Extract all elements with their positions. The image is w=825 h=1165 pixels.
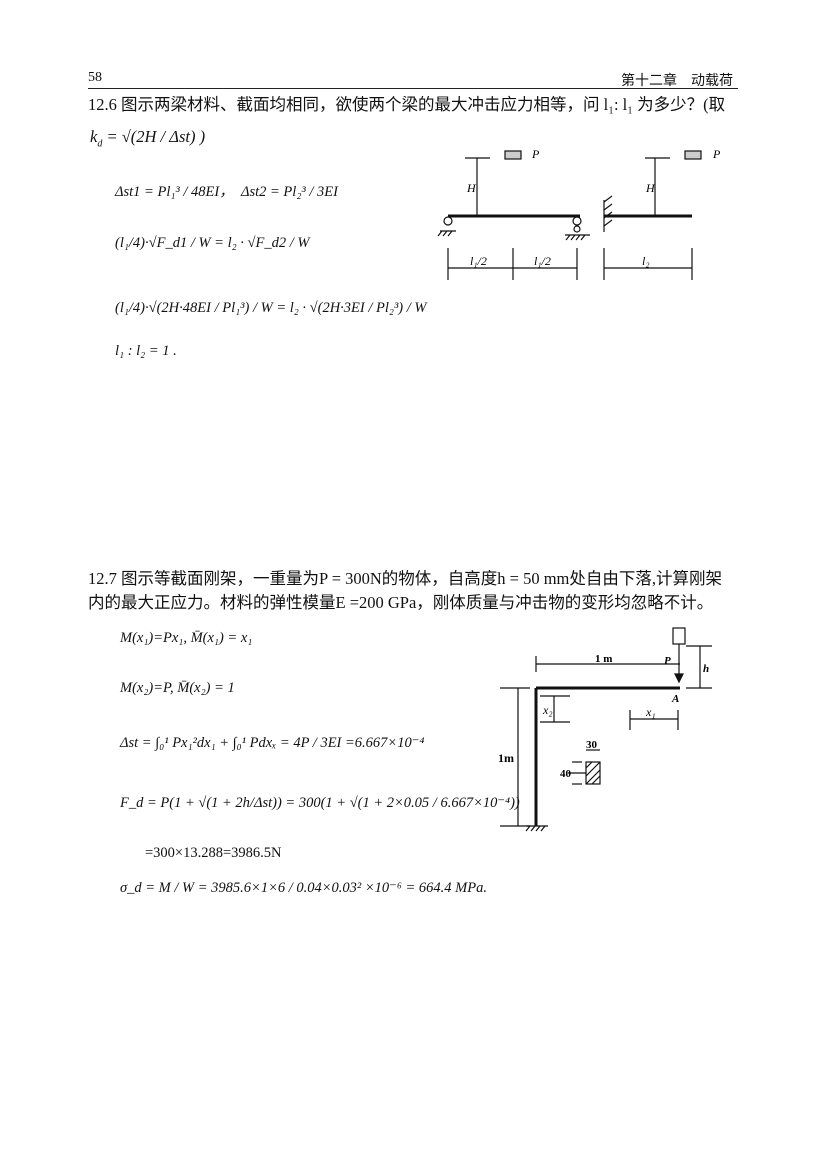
page-number: 58 xyxy=(88,70,102,85)
label-l2: l₂ xyxy=(642,254,650,268)
label-height-40: 40 xyxy=(560,768,572,780)
label-l1-half-a: l₁/2 xyxy=(470,254,487,268)
eq-12-6-deflections: Δst1 = Pl₁³ / 48EI， Δst2 = Pl₂³ / 3EI xyxy=(115,180,338,201)
header-rule xyxy=(88,88,738,89)
eq-12-7-force-value: =300×13.288=3986.5N xyxy=(145,845,282,861)
weight-2 xyxy=(684,150,702,160)
figure-12-6-beams: P P H H l₁/2 l₁/2 l₂ xyxy=(437,147,721,280)
weight-box xyxy=(672,627,686,645)
problem-12-6-text-2: kd = √(2H / Δst) ) xyxy=(90,127,206,150)
problem-12-7-text-1: 12.7 图示等截面刚架，一重量为P = 300N的物体，自高度h = 50 m… xyxy=(88,569,723,588)
kd-symbol: k xyxy=(90,127,98,146)
label-A: A xyxy=(671,693,679,705)
eq-12-6-delta2: Δst2 = Pl₂³ / 3EI xyxy=(240,184,338,200)
label-l1-half-b: l₁/2 xyxy=(534,254,551,268)
label-left-length: 1m xyxy=(498,751,514,765)
weight-1 xyxy=(504,150,522,160)
figure-12-7-frame: 1 m P h A x₁ x₂ 1m 30 40 xyxy=(498,627,712,832)
label-P: P xyxy=(664,655,671,667)
label-P-2: P xyxy=(712,147,721,161)
eq-12-7-stress: σ_d = M / W = 3985.6×1×6 / 0.04×0.03² ×1… xyxy=(120,880,487,896)
label-H-1: H xyxy=(466,181,477,195)
eq-12-6-stress-equal: (l₁/4)·√F_d1 / W = l₂ · √F_d2 / W xyxy=(115,235,310,251)
chapter-title: 第十二章 动载荷 xyxy=(621,74,733,89)
label-P-1: P xyxy=(531,147,540,161)
eq-12-7-moment-1: M(x₁)=Px₁, M̄(x₁) = x₁ xyxy=(120,630,253,646)
label-x2: x₂ xyxy=(542,703,553,717)
eq-12-6-result: l₁ : l₂ = 1 . xyxy=(115,343,177,359)
problem-12-7-text-2: 内的最大正应力。材料的弹性模量E =200 GPa，刚体质量与冲击物的变形均忽略… xyxy=(88,593,714,612)
problem-12-6-text-1: 12.6 图示两梁材料、截面均相同，欲使两个梁的最大冲击应力相等，问 l₁: l… xyxy=(88,95,726,114)
label-x1: x₁ xyxy=(645,705,656,719)
eq-12-6-expanded: (l₁/4)·√(2H·48EI / Pl₁³) / W = l₂ · √(2H… xyxy=(115,300,427,316)
eq-12-7-impact-force: F_d = P(1 + √(1 + 2h/Δst)) = 300(1 + √(1… xyxy=(120,795,520,811)
eq-12-6-delta1: Δst1 = Pl₁³ / 48EI， xyxy=(115,184,234,200)
eq-12-7-static-deflection: Δst = ∫₀¹ Px₁²dx₁ + ∫₀¹ Pdxₓ = 4P / 3EI … xyxy=(120,735,425,751)
kd-formula: = √(2H / Δst) ) xyxy=(106,127,206,146)
label-H-2: H xyxy=(645,181,656,195)
eq-12-7-moment-2: M(x₂)=P, M̄(x₂) = 1 xyxy=(120,680,235,696)
label-width-30: 30 xyxy=(586,739,598,751)
label-top-length: 1 m xyxy=(595,653,612,665)
label-h: h xyxy=(703,663,709,675)
